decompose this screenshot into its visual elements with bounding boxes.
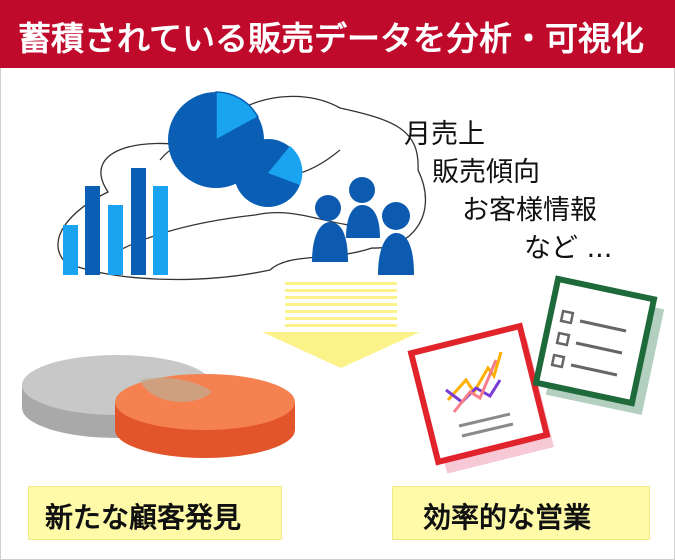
result-box-right: 効率的な営業	[392, 486, 650, 540]
result-box-left: 新たな顧客発見	[28, 486, 282, 540]
result-new-customers: 新たな顧客発見	[45, 501, 242, 534]
bar-icon	[153, 186, 168, 275]
report-chart-icon	[407, 322, 554, 474]
bar-chart-icon	[63, 168, 168, 275]
bar-icon	[131, 168, 146, 275]
bar-icon	[85, 186, 100, 275]
data-label-customer-info: お客様情報	[462, 195, 597, 226]
checklist-icon	[532, 275, 665, 416]
page-title: 蓄積されている販売データを分析・可視化	[18, 19, 645, 58]
small-pie-icon	[234, 139, 303, 207]
data-label-sales-trend: 販売傾向	[432, 157, 540, 188]
data-label-monthly-sales: 月売上	[404, 119, 485, 150]
title-banner: 蓄積されている販売データを分析・可視化	[0, 0, 675, 68]
bar-icon	[63, 225, 78, 275]
data-label-etc: など ...	[524, 233, 613, 264]
bar-icon	[108, 205, 123, 275]
customer-discovery-discs-icon	[22, 355, 295, 458]
result-efficient-sales: 効率的な営業	[423, 501, 592, 534]
customers-icon	[312, 177, 414, 275]
down-arrow-icon	[262, 282, 420, 368]
